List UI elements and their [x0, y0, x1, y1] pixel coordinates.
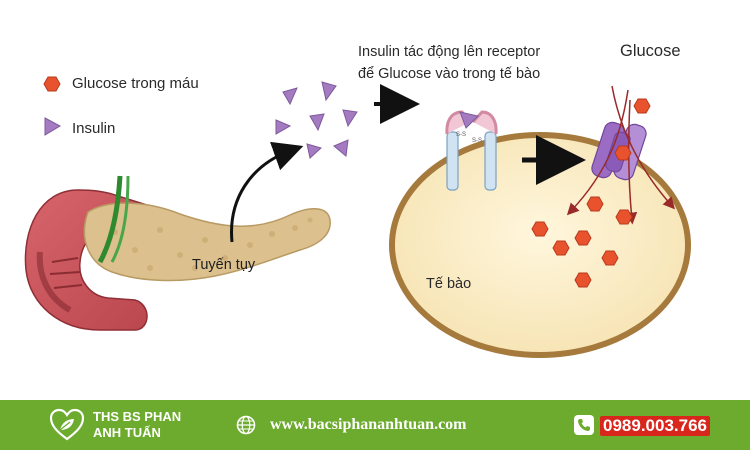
legend-glucose-label: Glucose trong máu [72, 75, 199, 92]
receptor-caption-line1: Insulin tác động lên receptor [358, 44, 541, 60]
diagram-canvas: S-S S-S Glucose trong máu Insulin Insuli… [24, 42, 691, 358]
glucose-path-2 [625, 99, 638, 225]
website-link[interactable]: www.bacsiphananhtuan.com [270, 416, 467, 433]
phone-number[interactable]: 0989.003.766 [600, 416, 710, 436]
phone-icon [574, 415, 594, 435]
secretion-arrow [230, 141, 304, 243]
footer-bar: THS BS PHAN ANH TUẤN www.bacsiphananhtua… [0, 400, 750, 450]
legend-glucose-marker [43, 76, 61, 92]
brand-name-line1: THS BS PHAN [93, 409, 182, 424]
svg-text:S-S: S-S [472, 138, 482, 144]
diagram-svg: S-S S-S [24, 76, 691, 358]
heart-leaf-icon [49, 408, 85, 441]
insulin-cluster [275, 81, 358, 159]
glucose-path-3 [611, 85, 675, 210]
legend-insulin-marker [44, 117, 62, 136]
glucose-molecules [531, 98, 651, 288]
pancreas-illustration [83, 175, 331, 282]
glucose-title: Glucose [620, 42, 681, 60]
insulin-receptor: S-S S-S [445, 110, 498, 191]
svg-text:S-S: S-S [456, 132, 466, 138]
pancreas-label: Tuyến tụy [192, 257, 256, 273]
globe-icon [236, 415, 256, 435]
brand-name-line2: ANH TUẤN [93, 425, 161, 440]
cell-label: Tế bào [426, 276, 472, 292]
legend-insulin-label: Insulin [72, 120, 116, 137]
glucose-path-1 [566, 89, 629, 216]
receptor-caption-line2: để Glucose vào trong tế bào [358, 66, 541, 82]
